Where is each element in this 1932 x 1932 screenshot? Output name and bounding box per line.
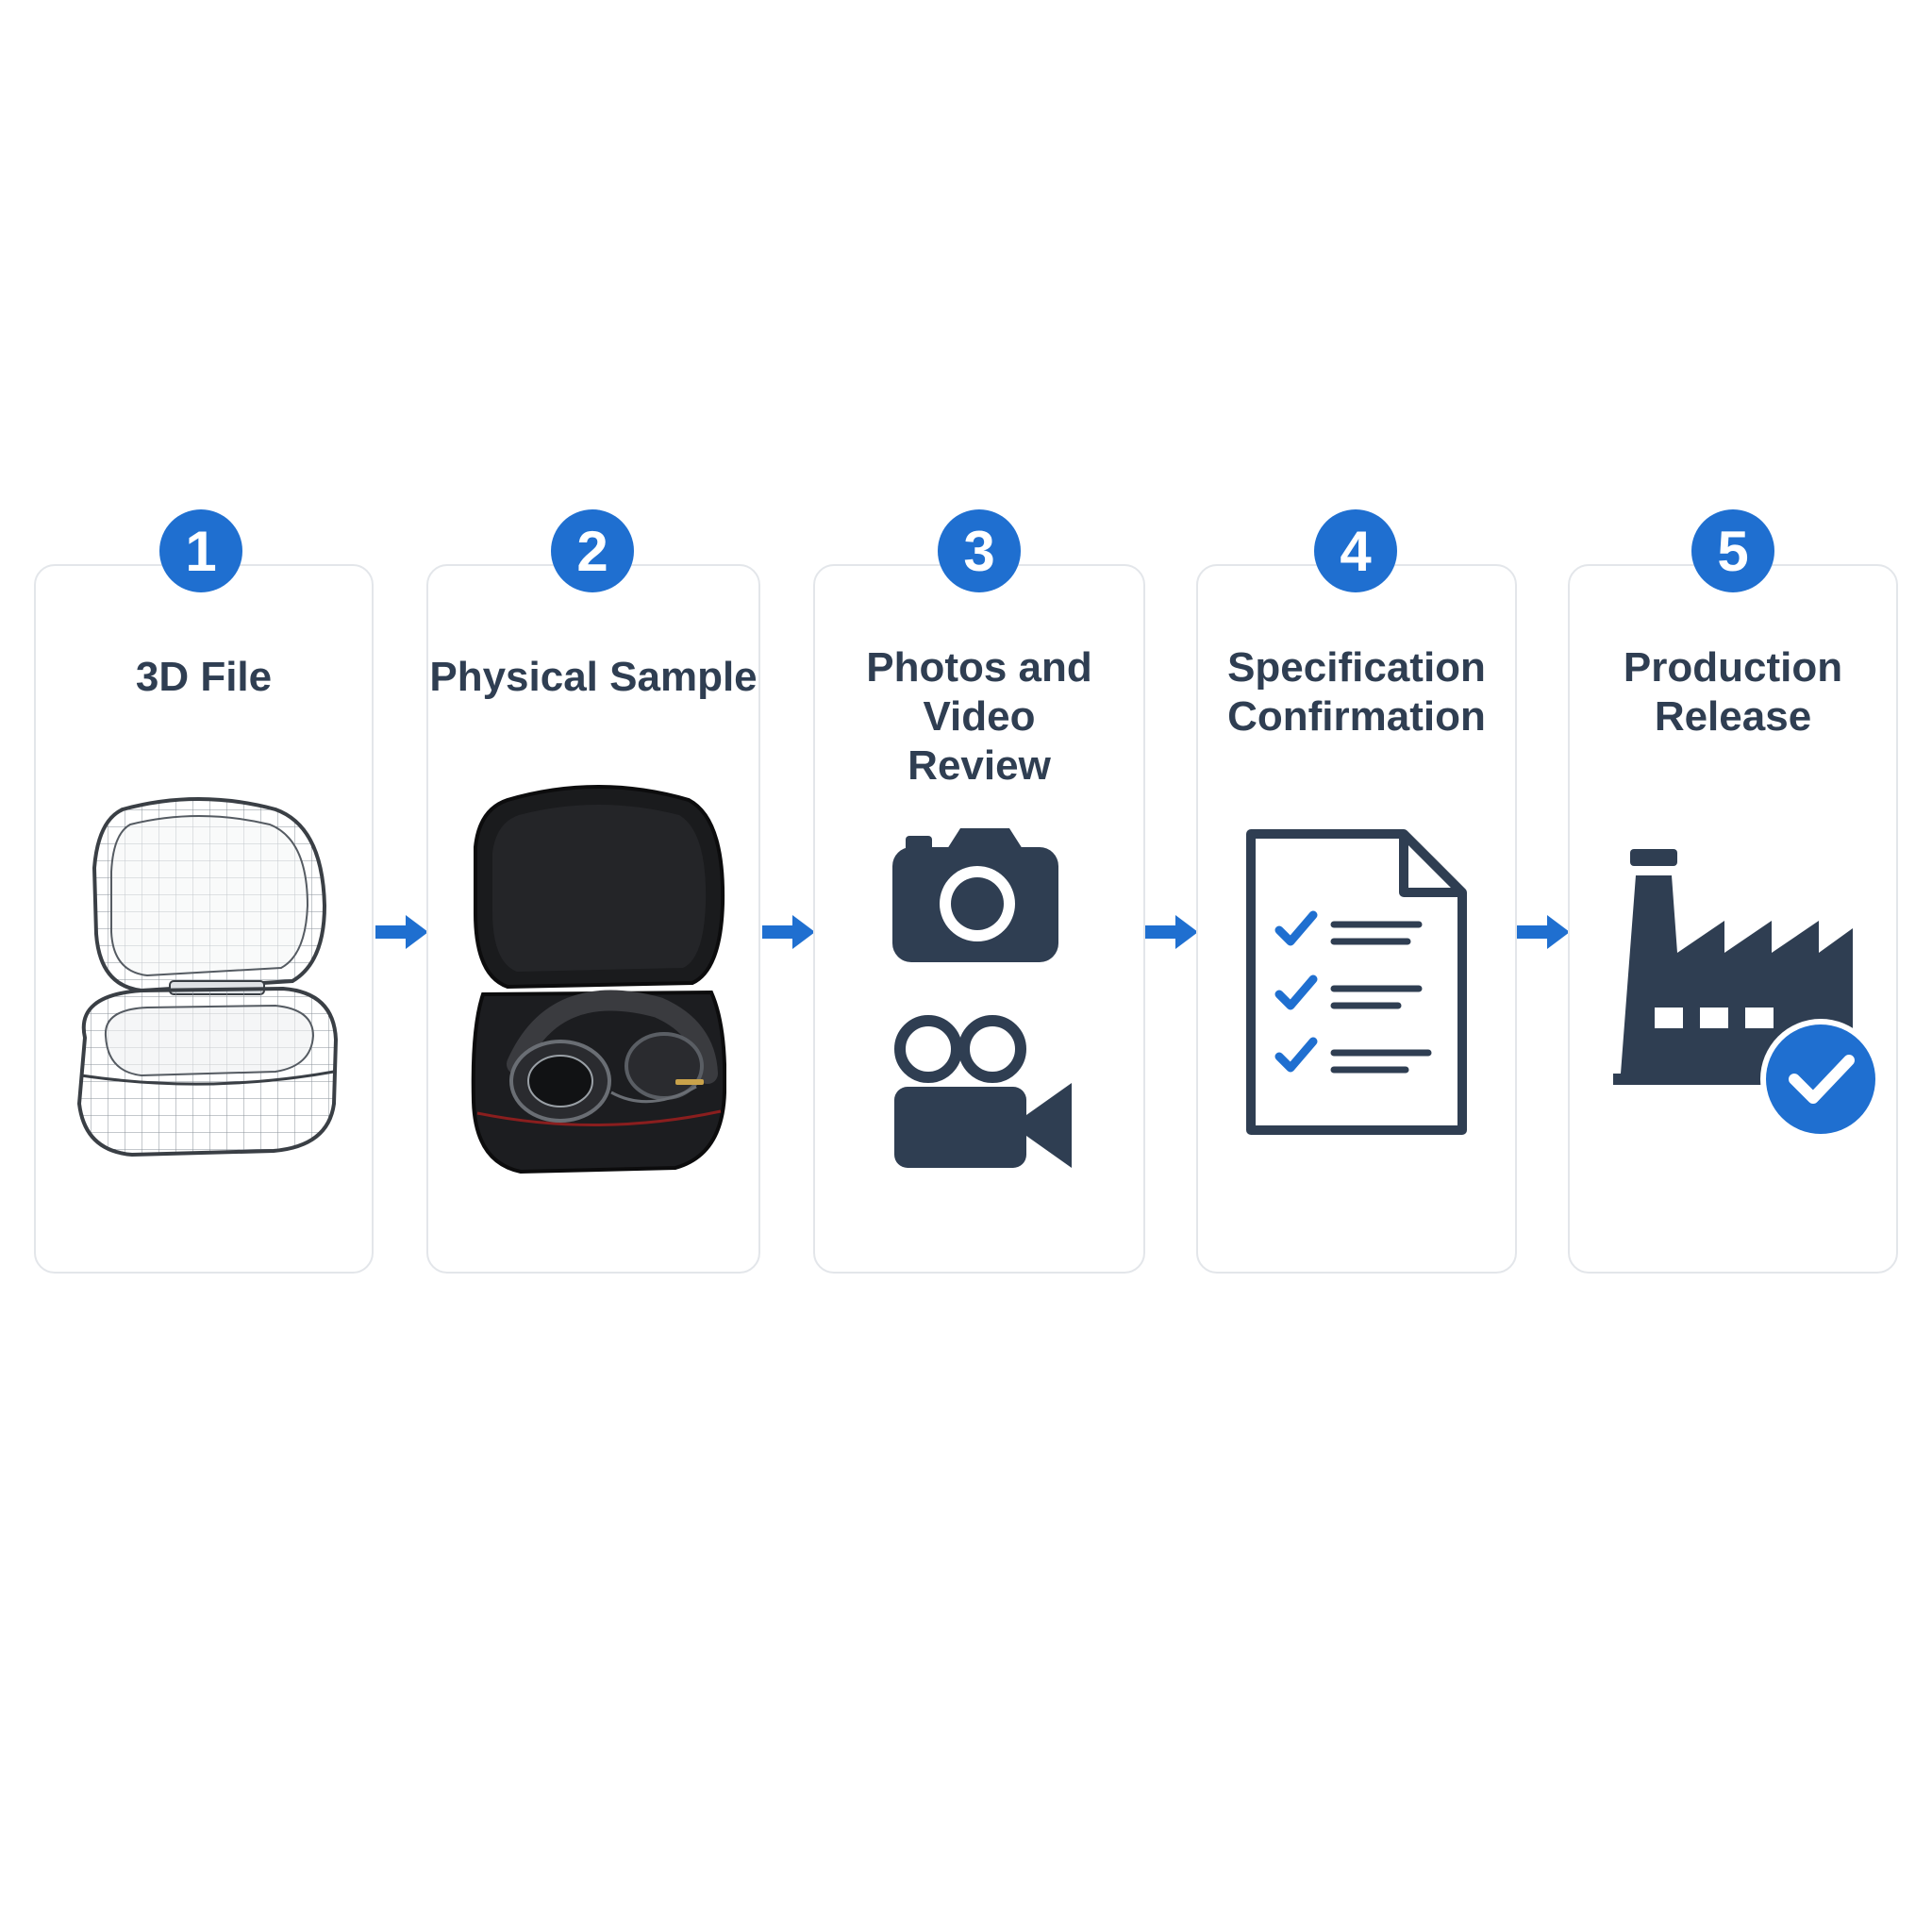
step-number-2: 2 bbox=[551, 509, 634, 592]
step-number-1: 1 bbox=[159, 509, 242, 592]
arrow-right-icon bbox=[762, 915, 815, 949]
step-title-4: Specification Confirmation bbox=[1227, 644, 1486, 740]
step-number-5: 5 bbox=[1691, 509, 1774, 592]
step-card-1: 3D File bbox=[34, 564, 374, 1274]
arrow-right-icon bbox=[375, 915, 428, 949]
step-title-5: Production Release bbox=[1623, 644, 1843, 740]
wireframe-case-icon bbox=[76, 797, 339, 1158]
step-number-4: 4 bbox=[1314, 509, 1397, 592]
video-camera-icon bbox=[894, 1015, 1072, 1168]
factory-check-icon bbox=[1613, 849, 1881, 1140]
step-card-4: Specification Confirmation bbox=[1196, 564, 1517, 1274]
step-title-3: Photos and Video Review bbox=[866, 644, 1092, 789]
camera-icon bbox=[892, 828, 1058, 962]
step-card-3: Photos and Video Review bbox=[813, 564, 1145, 1274]
checklist-document-icon bbox=[1246, 829, 1467, 1135]
headphone-case-photo-icon bbox=[471, 785, 726, 1174]
step-number-3: 3 bbox=[938, 509, 1021, 592]
step-title-1: 3D File bbox=[135, 654, 273, 700]
step-title-2: Physical Sample bbox=[429, 654, 758, 700]
step-card-5: Production Release bbox=[1568, 564, 1898, 1274]
arrow-right-icon bbox=[1145, 915, 1198, 949]
step-card-2: Physical Sample bbox=[426, 564, 760, 1274]
arrow-right-icon bbox=[1517, 915, 1570, 949]
